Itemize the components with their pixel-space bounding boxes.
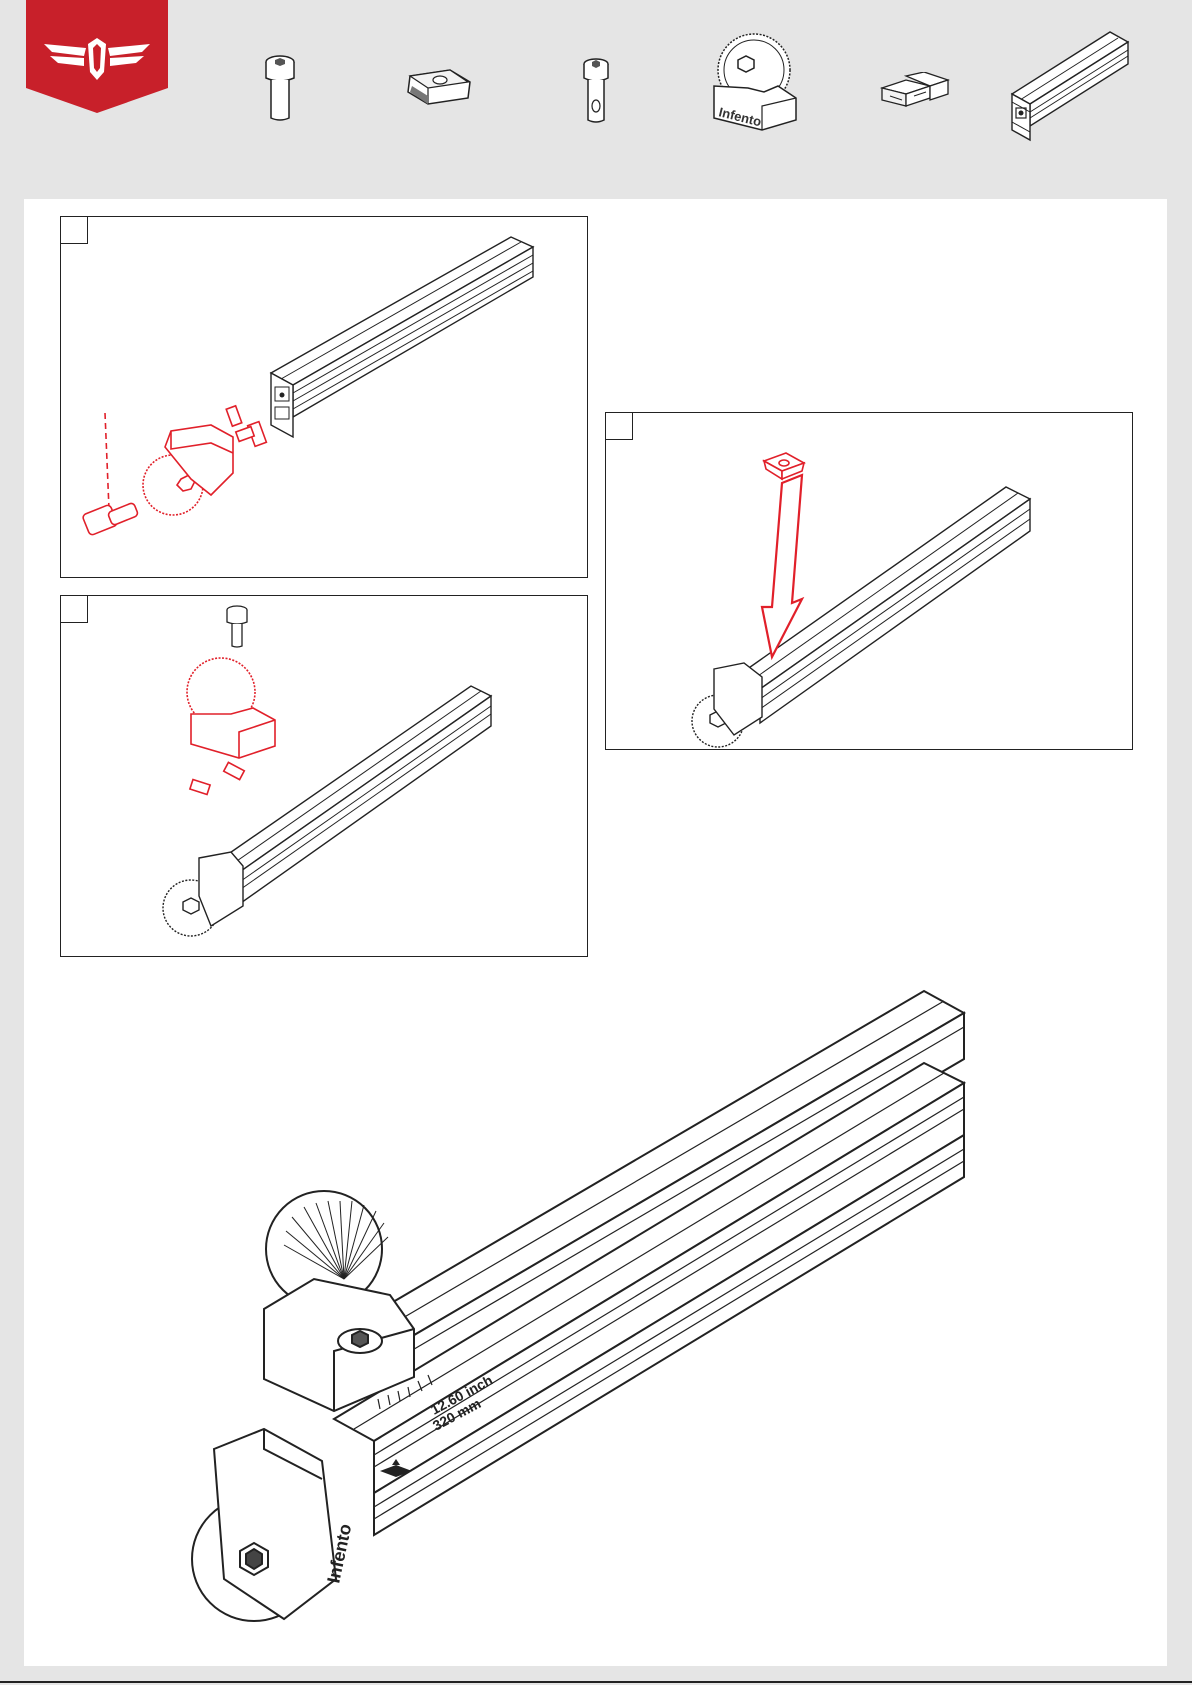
- connector-block-icon: [880, 72, 950, 116]
- step-3-number: [606, 413, 633, 440]
- part-t-slot-nut: [404, 68, 474, 108]
- step-1-illustration: [61, 217, 587, 577]
- step-3-illustration: [606, 413, 1132, 749]
- brand-logo: [26, 0, 168, 113]
- part-connector-block: [880, 72, 950, 116]
- t-slot-nut-icon: [404, 68, 474, 108]
- part-short-bolt: [580, 56, 612, 128]
- part-aluminium-profile: [1006, 30, 1132, 144]
- final-assembly-view: 12.60 inch 320 mm Infento: [164, 979, 1064, 1639]
- parts-header: Infento: [0, 0, 1192, 200]
- step-2-panel: [60, 595, 588, 957]
- step-2-illustration: [61, 596, 587, 956]
- aluminium-profile-icon: [1006, 30, 1132, 144]
- part-socket-head-bolt: [262, 54, 298, 126]
- part-knurled-knob-bracket: Infento: [708, 26, 804, 134]
- step-2-number: [61, 596, 88, 623]
- footer-rule: [0, 1681, 1192, 1683]
- step-3-panel: [605, 412, 1133, 750]
- final-assembly-illustration: 12.60 inch 320 mm Infento: [164, 979, 1064, 1639]
- winged-emblem-icon: [26, 0, 168, 113]
- socket-head-bolt-icon: [262, 54, 298, 126]
- step-1-number: [61, 217, 88, 244]
- step-1-panel: [60, 216, 588, 578]
- instruction-sheet: 12.60 inch 320 mm Infento: [24, 199, 1167, 1666]
- short-bolt-icon: [580, 56, 612, 128]
- knob-bracket-icon: Infento: [708, 26, 804, 134]
